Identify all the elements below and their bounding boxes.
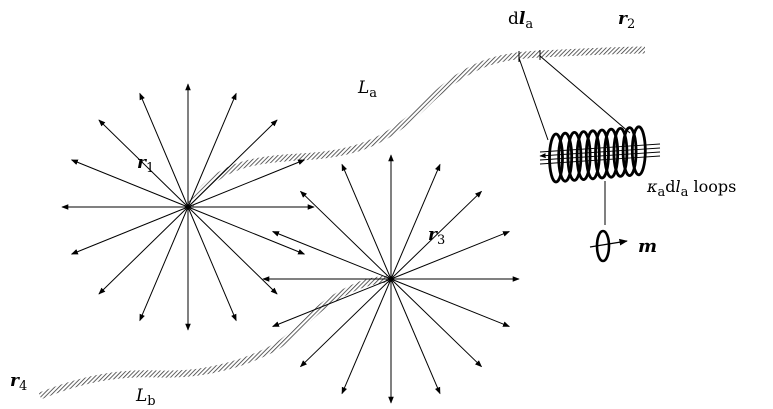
current-loop [575,130,592,182]
current-loop [548,132,564,184]
field-arrow [341,278,392,395]
field-arrow [390,278,510,327]
field-arrow [98,206,189,295]
field-arrow [272,278,392,327]
field-arrow [390,278,441,395]
field-arrow [187,119,278,208]
field-arrow [299,190,392,280]
field-arrow [187,159,306,208]
field-arrow [139,92,189,208]
field-arrow [70,206,189,255]
current-loop [612,126,629,178]
label-la: La [357,78,377,101]
label-r2: r2 [618,9,635,32]
label-lb: Lb [135,386,156,409]
field-arrow [341,163,392,280]
field-arrow [390,163,441,280]
label-m: m [638,236,657,257]
field-arrow [98,119,189,208]
field-arrow [139,206,189,322]
field-arrow [187,92,237,208]
current-loop [594,128,610,180]
magnify-line-left [518,57,549,141]
current-loop [621,126,638,178]
current-loop [557,131,574,183]
current-loop [566,130,583,182]
field-arrow [187,206,306,255]
current-loop [584,129,601,181]
magnify-line-right [539,55,631,134]
label-r3: r3 [428,225,445,248]
curve-la [187,46,646,208]
field-arrow [70,159,189,208]
field-arrow [390,190,483,280]
field-arrow [390,231,510,280]
current-loop [630,125,647,177]
field-arrow [299,278,392,368]
loop-coil [539,125,661,184]
label-r4: r4 [10,371,27,394]
field-arrow [187,206,237,322]
radial-field-star-r1 [61,83,315,331]
field-arrow [187,206,278,295]
label-r1: r1 [137,153,154,176]
field-arrow [272,231,392,280]
label-loops: κadla loops [646,177,736,200]
label-dla: dla [508,9,533,32]
moment-arrow [589,238,628,248]
current-loop [603,127,620,179]
curve-lb [38,275,391,400]
field-arrow [390,278,483,368]
dipole-loop [589,229,628,263]
radial-field-star-r3 [262,154,520,404]
